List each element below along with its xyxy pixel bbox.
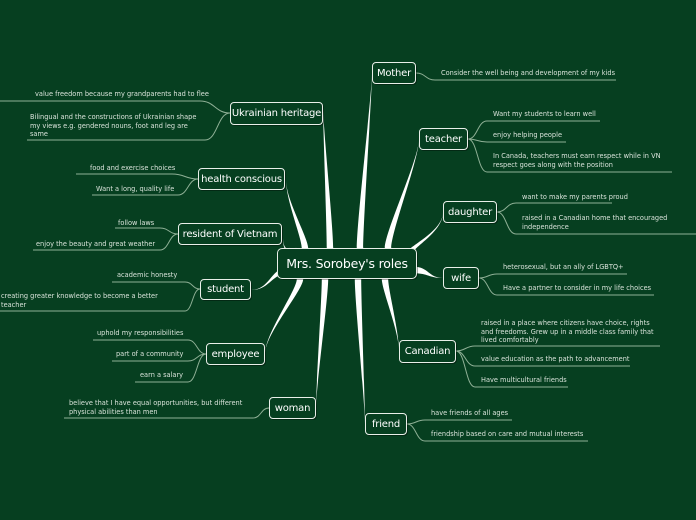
leaf-wife-2[interactable]: Have a partner to consider in my life ch… [503,284,652,292]
leaf-friend-1[interactable]: have friends of all ages [431,409,509,417]
leaf-connector [467,120,600,140]
branch-node-mother[interactable]: Mother [372,62,416,84]
leaf-connector [455,350,568,388]
leaf-connector [455,345,660,352]
branch-node-teacher[interactable]: teacher [419,128,468,150]
leaf-woman-1[interactable]: believe that I have equal opportunities,… [69,399,243,416]
leaf-resident-of-vietnam-1[interactable]: follow laws [118,219,155,227]
leaf-connector [64,407,270,419]
main-branch-connector [316,279,329,408]
branch-label: Mother [376,67,412,79]
leaf-connector [406,423,588,442]
leaf-connector [76,173,199,180]
branch-label: Canadian [404,346,451,357]
main-branch-connector [414,266,443,278]
leaf-canadian-1[interactable]: raised in a place where citizens have ch… [481,319,654,345]
leaf-connector [27,112,231,141]
leaf-mother-1[interactable]: Consider the well being and development … [441,69,616,77]
main-branch-connector [384,139,419,248]
leaf-connector [112,281,201,290]
branch-node-daughter[interactable]: daughter [443,201,497,223]
leaf-daughter-2[interactable]: raised in a Canadian home that encourage… [522,214,668,231]
leaf-connector [478,277,654,296]
main-branch-connector [381,279,399,351]
leaf-connector [467,138,566,143]
leaf-connector [92,178,199,196]
central-topic-node[interactable]: Mrs. Sorobey's roles [277,248,417,279]
leaf-canadian-2[interactable]: value education as the path to advanceme… [481,355,630,363]
leaf-connector [115,227,179,235]
leaf-wife-1[interactable]: heterosexual, but an ally of LGBTQ+ [503,263,624,271]
leaf-teacher-3[interactable]: In Canada, teachers must earn respect wh… [493,152,661,169]
main-branch-connector [356,73,372,248]
leaf-friend-2[interactable]: friendship based on care and mutual inte… [431,430,584,438]
leaf-employee-1[interactable]: uphold my responsibilities [97,329,184,337]
leaf-connector [496,211,696,235]
leaf-health-conscious-1[interactable]: food and exercise choices [90,164,176,172]
branch-label: friend [371,418,401,430]
branch-node-student[interactable]: student [200,279,251,300]
branch-label: health conscious [201,173,282,185]
main-branch-connector [406,212,443,253]
leaf-employee-3[interactable]: earn a salary [140,371,184,379]
branch-label: student [207,284,244,295]
branch-label: Ukrainian heritage [231,108,322,119]
leaf-canadian-3[interactable]: Have multicultural friends [481,376,567,384]
leaf-resident-of-vietnam-2[interactable]: enjoy the beauty and great weather [36,240,156,248]
main-branch-connector [354,279,365,424]
branch-node-resident-of-vietnam[interactable]: resident of Vietnam [178,223,282,245]
branch-node-ukrainian-heritage[interactable]: Ukrainian heritage [230,102,323,125]
leaf-teacher-2[interactable]: enjoy helping people [493,131,562,139]
branch-node-health-conscious[interactable]: health conscious [198,168,285,190]
leaf-ukrainian-heritage-1[interactable]: value freedom because my grandparents ha… [35,90,209,98]
leaf-connector [0,288,201,312]
leaf-student-1[interactable]: academic honesty [117,271,178,279]
main-branch-connector [323,106,334,248]
leaf-health-conscious-2[interactable]: Want a long, quality life [96,185,175,193]
branch-label: daughter [447,206,493,218]
branch-label: teacher [425,133,462,145]
leaf-daughter-1[interactable]: want to make my parents proud [522,193,628,201]
leaf-student-2[interactable]: creating greater knowledge to become a b… [1,292,158,309]
leaf-ukrainian-heritage-2[interactable]: Bilingual and the constructions of Ukrai… [30,113,197,139]
branch-node-employee[interactable]: employee [206,343,265,365]
leaf-connector [33,233,179,251]
leaf-connector [135,353,207,383]
leaf-employee-2[interactable]: part of a community [116,350,184,358]
leaf-connector [93,339,207,355]
leaf-connector [467,138,672,173]
leaf-connector [478,273,627,279]
leaf-connector [496,202,612,213]
branch-node-canadian[interactable]: Canadian [399,340,456,363]
branch-label: employee [211,348,260,360]
leaf-teacher-1[interactable]: Want my students to learn well [493,110,596,118]
branch-label: resident of Vietnam [182,228,278,240]
central-topic-label: Mrs. Sorobey's roles [286,256,408,271]
leaf-connector [0,100,231,114]
leaf-connector [406,419,512,425]
branch-node-wife[interactable]: wife [443,267,479,289]
branch-node-friend[interactable]: friend [365,413,407,435]
main-branch-connector [286,180,309,248]
branch-label: woman [274,402,311,414]
branch-label: wife [451,272,471,284]
branch-node-woman[interactable]: woman [269,397,316,419]
leaf-connector [415,72,616,81]
main-branch-connector [265,279,304,354]
